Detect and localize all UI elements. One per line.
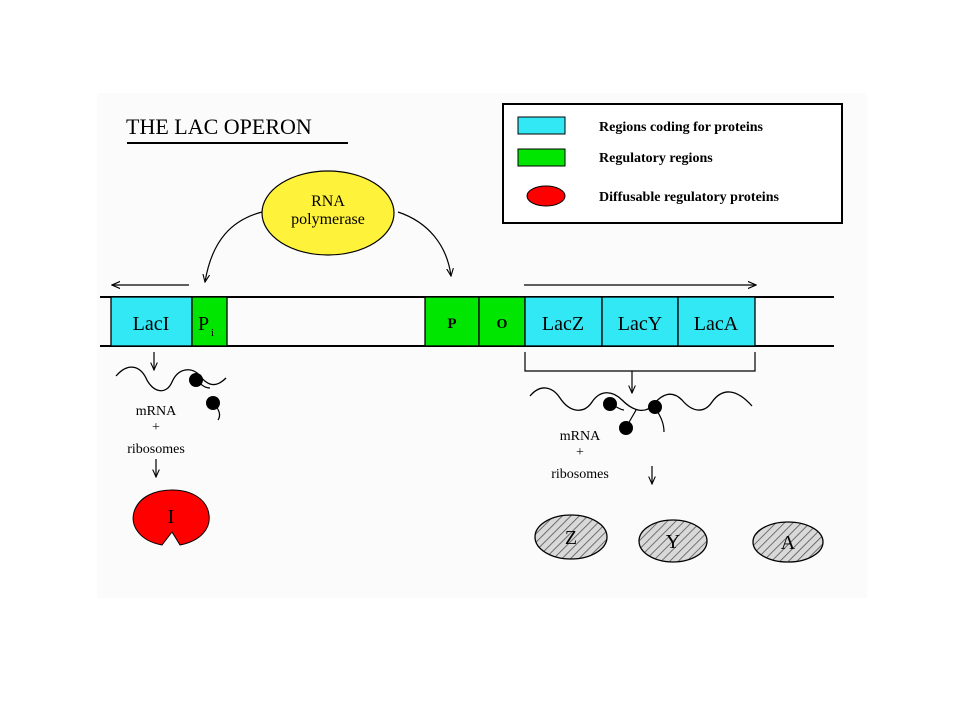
gene-lacz — [524, 296, 603, 347]
region-pi-subscript: i — [211, 327, 214, 339]
protein-a-label: A — [781, 532, 796, 554]
region-promoter-label: P — [447, 316, 456, 332]
laci-expression: mRNA + ribosomes — [115, 352, 227, 477]
operon-mrna-label: mRNA — [560, 429, 601, 444]
operon-transcript-bracket — [524, 352, 756, 372]
region-promoter — [424, 296, 480, 347]
legend-protein-label: Diffusable regulatory proteins — [599, 190, 779, 205]
region-pi — [191, 296, 228, 347]
nascent-peptide-icon — [609, 403, 625, 411]
laci-mrna-strand — [115, 366, 227, 392]
protein-y-label: Y — [666, 531, 680, 553]
protein-y: Y — [638, 519, 708, 563]
dna-strand: LacI P i P O LacZ LacY LacA — [100, 296, 834, 347]
gene-laca — [677, 296, 756, 347]
polymerase-arrow-left — [205, 211, 263, 282]
region-operator — [478, 296, 526, 347]
polymerase-arrow-right — [397, 211, 451, 276]
repressor-protein: I — [132, 489, 210, 546]
region-pi-label: P — [198, 313, 209, 335]
legend-coding-label: Regions coding for proteins — [599, 120, 764, 135]
diagram-title: THE LAC OPERON — [126, 114, 312, 139]
nascent-peptide-icon — [654, 406, 665, 433]
legend-regulatory-label: Regulatory regions — [599, 151, 713, 166]
rna-polymerase-label-line2: polymerase — [291, 211, 365, 228]
operon-ribosomes-label: ribosomes — [551, 467, 609, 482]
nascent-peptide-icon — [625, 409, 637, 429]
laci-ribosomes-label: ribosomes — [127, 442, 185, 457]
protein-a: A — [752, 521, 824, 563]
region-operator-label: O — [497, 317, 508, 332]
protein-z-shape — [534, 514, 608, 560]
gene-laci-label: LacI — [133, 313, 170, 335]
protein-y-shape — [638, 519, 708, 563]
repressor-label: I — [168, 506, 175, 528]
rna-polymerase: RNA polymerase — [261, 170, 395, 256]
operon-plus-label: + — [576, 445, 584, 460]
laci-plus-label: + — [152, 420, 160, 435]
operon-mrna-strand — [529, 387, 753, 411]
laci-mrna-label: mRNA — [136, 404, 177, 419]
protein-a-shape — [752, 521, 824, 563]
legend-coding-swatch — [517, 116, 566, 135]
nascent-peptide-icon — [212, 402, 221, 421]
repressor-shape — [132, 489, 210, 546]
rna-polymerase-label-line1: RNA — [311, 193, 345, 210]
nascent-peptide-icon — [195, 379, 211, 389]
gene-lacy — [601, 296, 679, 347]
operon-expression: mRNA + ribosomes — [529, 387, 753, 484]
gene-lacy-label: LacY — [618, 313, 662, 335]
protein-z: Z — [534, 514, 608, 560]
legend-regulatory-swatch — [517, 148, 566, 167]
protein-z-label: Z — [565, 527, 577, 549]
gene-lacz-label: LacZ — [542, 313, 584, 335]
rna-polymerase-shape — [261, 170, 395, 256]
legend: Regions coding for proteins Regulatory r… — [502, 103, 843, 224]
gene-laci — [110, 296, 193, 347]
legend-protein-swatch — [526, 185, 566, 207]
gene-laca-label: LacA — [694, 313, 739, 335]
